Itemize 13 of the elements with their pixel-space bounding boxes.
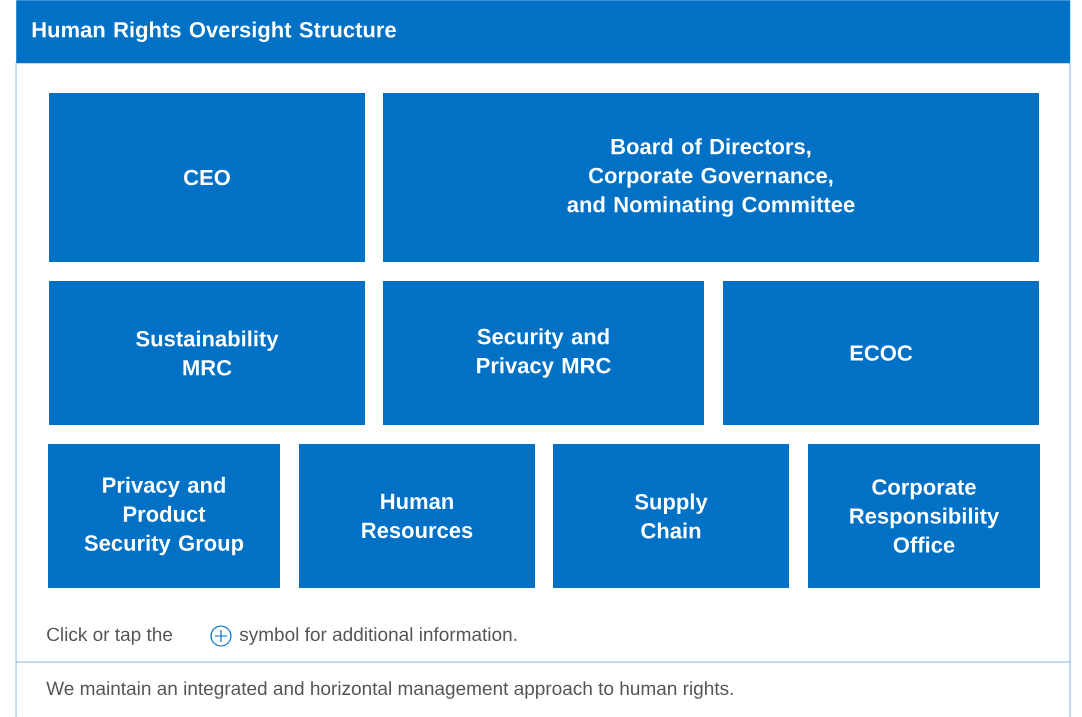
org-box: Corporate Responsibility Office bbox=[808, 444, 1040, 588]
org-box: Sustainability MRC bbox=[49, 281, 365, 425]
summary-text: We maintain an integrated and horizontal management approach to human rights. bbox=[46, 681, 733, 699]
org-box: Supply Chain bbox=[553, 444, 789, 588]
org-box: ECOC bbox=[723, 281, 1039, 425]
note-text: symbol for additional information. bbox=[239, 627, 517, 645]
note-text: Click or tap the bbox=[47, 627, 173, 645]
org-box: Human Resources bbox=[299, 444, 535, 588]
org-box: Security and Privacy MRC bbox=[383, 281, 704, 425]
org-box: Board of Directors, Corporate Governance, and Nominating Committee bbox=[383, 93, 1039, 262]
org-box: Privacy and Product Security Group bbox=[48, 444, 280, 588]
title-bar: Human Rights Oversight Structure bbox=[16, 0, 1071, 64]
org-box: CEO bbox=[49, 93, 365, 262]
